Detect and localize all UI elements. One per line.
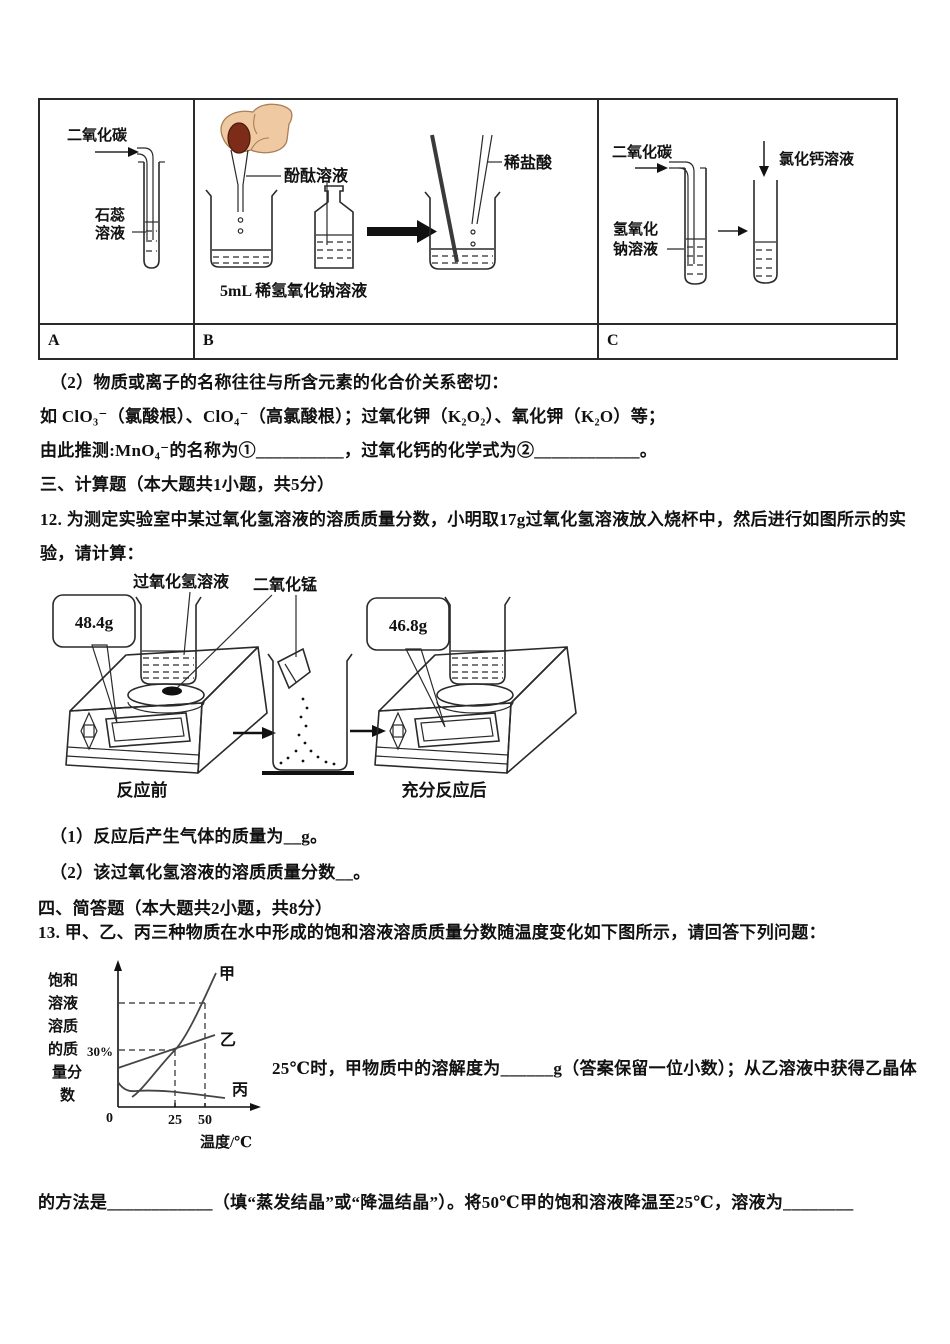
naoh-label-line2: 钠溶液 (613, 240, 659, 258)
mno2-sample (162, 686, 182, 696)
table-label-a: A (40, 323, 195, 358)
reagent-bottle (314, 182, 354, 269)
down-arrow-icon (759, 141, 769, 177)
diagram-phenolphthalein-naoh: 酚酞溶液 5mL 稀氢氧化钠溶液 (205, 103, 553, 300)
litmus-label-line1: 石蕊 (94, 206, 125, 224)
q12-sub1: （1）反应后产生气体的质量为__g。 (50, 827, 328, 846)
naoh-beaker-caption: 5mL 稀氢氧化钠溶液 (220, 281, 368, 300)
h2o2-pointer-line (183, 591, 191, 656)
q12-experiment-figure: 过氧化氢溶液 二氧化锰 48.4g 反应前 (52, 572, 577, 800)
xtick-25: 25 (168, 1113, 182, 1128)
litmus-label-line2: 溶液 (95, 224, 126, 242)
mno2-label: 二氧化锰 (253, 575, 317, 594)
q13-side-text: 25℃时，甲物质中的溶解度为______g（答案保留一位小数）；从乙溶液中获得乙… (272, 1059, 917, 1078)
gas-delivery-tube (137, 147, 154, 240)
hcl-label: 稀盐酸 (504, 153, 553, 172)
co2-label: 二氧化碳 (612, 143, 673, 161)
drop (470, 241, 476, 247)
q13-text: 13. 甲、乙、丙三种物质在水中形成的饱和溶液溶质质量分数随温度变化如下图所示，… (38, 923, 826, 942)
xtick-50: 50 (198, 1113, 212, 1128)
arrow-step1-icon (233, 727, 276, 739)
ylabel-line2: 溶液 (48, 994, 79, 1012)
drop (470, 229, 476, 235)
phenolphthalein-label: 酚酞溶液 (284, 166, 349, 185)
mass-before-value: 48.4g (75, 613, 114, 632)
weighing-paper (276, 647, 311, 690)
ylabel-line5: 量分 (52, 1064, 82, 1081)
cacl2-label: 氯化钙溶液 (779, 150, 855, 168)
table-label-b: B (195, 323, 599, 358)
ylabel-line1: 饱和 (48, 971, 78, 989)
beaker-naoh (205, 189, 278, 268)
q2-blanks-line: 由此推测:MnO₄⁻的名称为①__________，过氧化钙的化学式为②____… (40, 441, 658, 460)
glass-rod (430, 134, 459, 263)
xtick-0: 0 (106, 1111, 113, 1126)
axes (114, 960, 261, 1111)
curve-jia (131, 972, 217, 1098)
table-label-c: C (599, 323, 896, 358)
q13-bottom-text: 的方法是____________（填“蒸发结晶”或“降温结晶”）。将50℃甲的饱… (38, 1193, 854, 1212)
caption-before: 反应前 (117, 780, 168, 800)
reference-dashes (119, 1002, 206, 1107)
caption-after: 充分反应后 (402, 780, 487, 800)
test-tube (138, 161, 165, 269)
q13-solubility-chart: 饱和 溶液 溶质 的质 量分 数 30% 甲 乙 丙 (48, 960, 261, 1151)
mno2-pointer-line-1 (175, 594, 273, 690)
apparatus-table: 二氧化碳 石蕊 溶 (38, 98, 898, 360)
arrow-step2-icon (350, 725, 386, 737)
apparatus-cell-c: 二氧化碳 氢 (599, 100, 896, 323)
section4-heading: 四、简答题（本大题共2小题，共8分） (38, 899, 333, 918)
q12-sub2: （2）该过氧化氢溶液的溶质质量分数__。 (50, 863, 371, 882)
curve-label-jia: 甲 (219, 965, 235, 983)
apparatus-cell-b: 酚酞溶液 5mL 稀氢氧化钠溶液 (195, 100, 599, 323)
powder-stream (279, 697, 336, 766)
mass-bubble-after: 46.8g (366, 597, 450, 728)
diagram-co2-litmus: 二氧化碳 石蕊 溶 (67, 126, 165, 269)
section3-heading: 三、计算题（本大题共1小题，共5分） (40, 475, 335, 494)
ylabel-line6: 数 (60, 1086, 76, 1104)
xaxis-label: 温度/℃ (200, 1133, 252, 1151)
ytick-30pct: 30% (87, 1044, 113, 1059)
ylabel-line4: 的质 (48, 1040, 78, 1058)
test-tube-cacl2 (753, 180, 778, 284)
curve-label-yi: 乙 (220, 1032, 236, 1049)
hcl-dropper (471, 134, 493, 225)
right-arrow-icon (95, 147, 139, 157)
naoh-label-line1: 氢氧化 (613, 220, 658, 238)
dropper (227, 122, 251, 234)
mass-bubble-before: 48.4g (52, 594, 136, 724)
ylabel-line3: 溶质 (48, 1017, 78, 1035)
curve-label-bing: 丙 (232, 1081, 248, 1099)
diagram-co2-naoh-cacl2: 二氧化碳 氢 (612, 141, 855, 285)
right-arrow-icon (635, 163, 668, 173)
drop (237, 217, 244, 223)
mixing-beaker (262, 647, 354, 775)
right-arrow-icon-2 (718, 226, 748, 236)
apparatus-cell-a: 二氧化碳 石蕊 溶 (40, 100, 195, 323)
big-right-arrow-icon (367, 220, 437, 243)
q2-examples-line: 如 ClO₃⁻（氯酸根）、ClO₄⁻（高氯酸根）；过氧化钾（K₂O₂）、氧化钾（… (40, 407, 666, 426)
q12-text: 12. 为测定实验室中某过氧化氢溶液的溶质质量分数，小明取17g过氧化氢溶液放入… (40, 510, 907, 563)
mass-after-value: 46.8g (389, 616, 428, 635)
h2o2-label: 过氧化氢溶液 (133, 572, 230, 591)
drop (237, 228, 244, 234)
test-tube-naoh (679, 167, 707, 285)
beaker-hcl (424, 134, 501, 270)
curve-bing (117, 1081, 226, 1099)
q2-intro-line: （2）物质或离子的名称往往与所含元素的化合价关系密切： (50, 373, 509, 392)
co2-label: 二氧化碳 (67, 126, 128, 144)
curve-yi (117, 1034, 216, 1069)
